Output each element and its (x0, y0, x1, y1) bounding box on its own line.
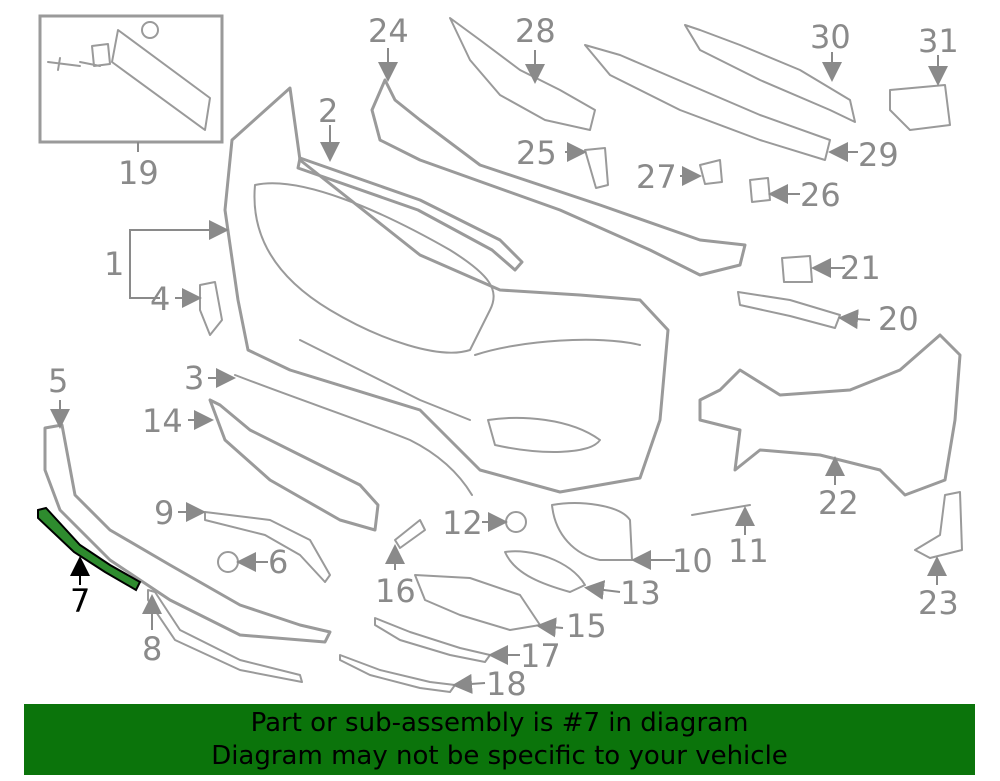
callout-17: 17 (520, 637, 561, 675)
highlighted-part-7 (37, 506, 142, 592)
callout-22: 22 (818, 484, 859, 522)
cover-4 (199, 281, 223, 336)
bolt-16 (394, 519, 426, 549)
clip-6 (217, 551, 239, 573)
absorber-29 (584, 44, 831, 161)
fog-frame-10 (551, 502, 633, 561)
callout-19: 19 (118, 154, 159, 192)
callout-16: 16 (375, 572, 416, 610)
parts-diagram: 1 2 3 4 5 6 7 8 9 10 11 12 13 14 15 16 1… (37, 12, 963, 700)
clip-25 (584, 147, 609, 189)
upper-molding (296, 156, 524, 272)
callout-10: 10 (672, 542, 713, 580)
callout-8: 8 (142, 630, 162, 668)
callout-25: 25 (516, 134, 557, 172)
callout-29: 29 (858, 136, 899, 174)
callout-23: 23 (918, 584, 959, 622)
nut-26 (749, 177, 771, 203)
bumper-carrier (698, 333, 962, 497)
callout-18: 18 (486, 665, 527, 700)
upper-bracket (370, 78, 747, 277)
callout-7: 7 (70, 582, 90, 620)
callout-14: 14 (142, 402, 183, 440)
callout-12: 12 (442, 504, 483, 542)
bracket-31 (889, 84, 951, 131)
absorber-30 (684, 24, 856, 123)
bumper-cover (223, 86, 670, 494)
bracket-20 (737, 291, 841, 329)
bolt-27 (699, 159, 723, 185)
clip-21 (781, 255, 813, 283)
callout-1: 1 (104, 245, 124, 283)
fog-cover-13 (504, 550, 586, 593)
trim-9 (204, 511, 331, 583)
trim-18 (339, 654, 456, 693)
lower-grille (208, 398, 380, 532)
callout-21: 21 (840, 249, 881, 287)
callout-27: 27 (636, 158, 677, 196)
callout-20: 20 (878, 300, 919, 338)
callout-24: 24 (368, 12, 409, 50)
strip-3 (234, 374, 473, 496)
banner-line-2: Diagram may not be specific to your vehi… (211, 740, 788, 771)
callout-2: 2 (318, 92, 338, 130)
lower-spoiler (43, 423, 332, 644)
callout-11: 11 (728, 532, 769, 570)
callout-3: 3 (184, 359, 204, 397)
reinforcement-28 (449, 17, 596, 131)
callout-9: 9 (154, 494, 174, 532)
callout-15: 15 (566, 607, 607, 645)
banner-line-1: Part or sub-assembly is #7 in diagram (250, 707, 749, 738)
callout-26: 26 (800, 176, 841, 214)
leader-lines (50, 48, 948, 694)
bracket-23 (914, 491, 963, 559)
info-banner: Part or sub-assembly is #7 in diagram Di… (24, 704, 975, 775)
callout-13: 13 (620, 574, 661, 612)
grille-15 (414, 574, 541, 631)
trim-8 (147, 589, 303, 683)
callout-4: 4 (150, 280, 170, 318)
callout-6: 6 (268, 543, 288, 581)
callout-31: 31 (918, 22, 959, 60)
trim-17 (374, 617, 491, 663)
callout-5: 5 (48, 362, 68, 400)
callout-30: 30 (810, 18, 851, 56)
inset-hardware-kit (38, 14, 224, 144)
callout-28: 28 (515, 12, 556, 50)
bolt-11 (691, 504, 751, 516)
callout-labels: 1 2 3 4 5 6 7 8 9 10 11 12 13 14 15 16 1… (48, 12, 959, 700)
sensor-12 (505, 511, 527, 533)
